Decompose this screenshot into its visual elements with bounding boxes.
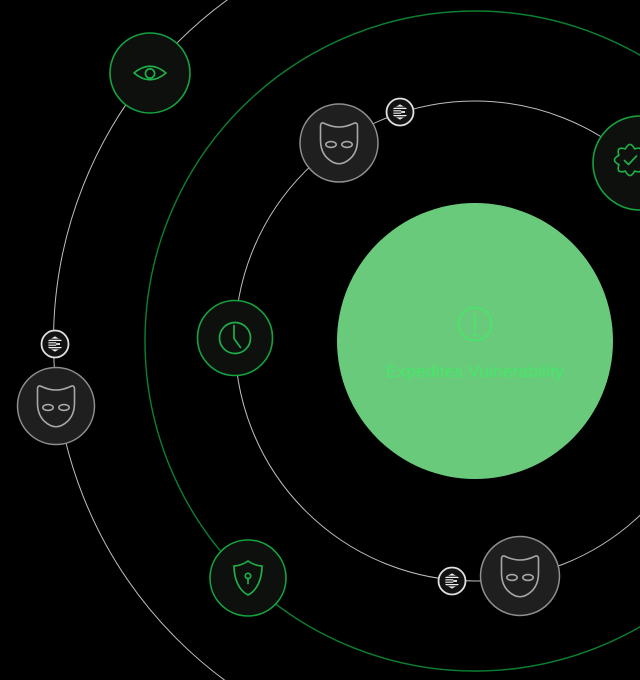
orbit-ring-middle — [144, 10, 640, 672]
node-eye — [109, 32, 191, 114]
node-clock — [196, 299, 274, 377]
node-shield — [209, 539, 287, 617]
alert-circle-icon — [457, 306, 493, 342]
center-bubble-label: Expedites Vulnerability — [386, 362, 564, 381]
eye-icon — [133, 65, 167, 81]
node-verified — [592, 115, 640, 211]
hex-logo-badge-icon — [439, 568, 466, 595]
node-mask-top — [299, 103, 379, 183]
node-mask-bottom — [479, 535, 561, 617]
node-badge-left — [42, 331, 69, 358]
node-badge-bottom — [439, 568, 466, 595]
center-bubble: Expedites Vulnerability — [337, 203, 613, 479]
node-mask-left — [16, 366, 96, 446]
seal-check-icon — [613, 143, 640, 177]
clock-icon — [218, 321, 252, 355]
node-badge-top — [387, 99, 414, 126]
hex-logo-badge-icon — [387, 99, 414, 126]
hex-logo-badge-icon — [42, 331, 69, 358]
shield-keyhole-icon — [233, 560, 263, 596]
